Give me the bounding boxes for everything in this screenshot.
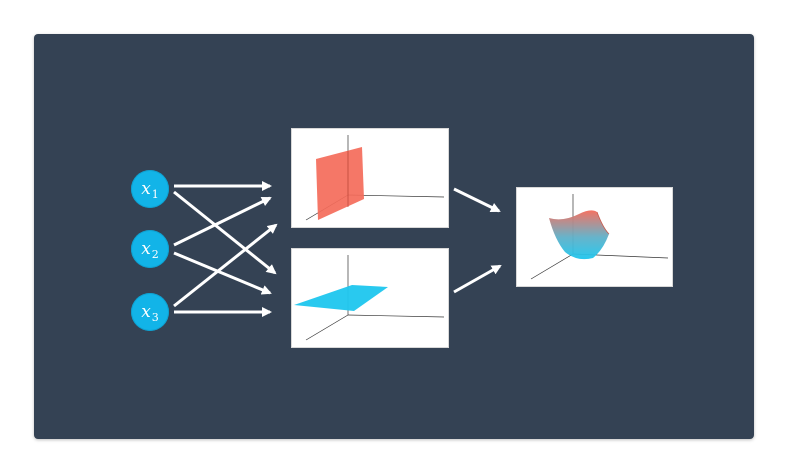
curved-surface xyxy=(549,210,609,260)
arrow-x2-to-panel-b2 xyxy=(173,251,272,295)
horizontal-plane-plot xyxy=(294,255,445,341)
axis-y xyxy=(305,314,349,341)
vertical-plane-surface xyxy=(316,147,364,220)
input-node-x1-sub: 1 xyxy=(151,187,159,201)
axis-x xyxy=(347,194,445,198)
input-node-x2-var: x xyxy=(141,239,151,259)
arrow-x1-to-panel-b1 xyxy=(173,190,277,275)
plot-panel-vertical-plane xyxy=(291,128,449,228)
connection-arrows xyxy=(173,181,502,317)
curved-surface-plot xyxy=(530,194,669,280)
vertical-plane-plot xyxy=(305,135,445,221)
arrow-x2-to-panel-a2 xyxy=(173,196,272,247)
arrow-panel-a-to-output xyxy=(453,187,501,213)
arrow-panel-b-to-output xyxy=(453,264,502,294)
horizontal-plane-surface xyxy=(294,285,388,311)
plot-panel-curved-surface xyxy=(516,187,673,287)
arrow-x3-to-panel-a3 xyxy=(173,223,278,308)
input-node-x3-var: x xyxy=(141,302,151,322)
input-node-x1-var: x xyxy=(141,179,151,199)
input-node-x2-sub: 2 xyxy=(151,247,159,261)
input-node-x3-sub: 3 xyxy=(151,310,159,324)
curved-surface-rim xyxy=(596,211,610,235)
axis-y xyxy=(530,253,574,280)
axis-x xyxy=(347,314,445,318)
plot-panel-horizontal-plane xyxy=(291,248,449,348)
